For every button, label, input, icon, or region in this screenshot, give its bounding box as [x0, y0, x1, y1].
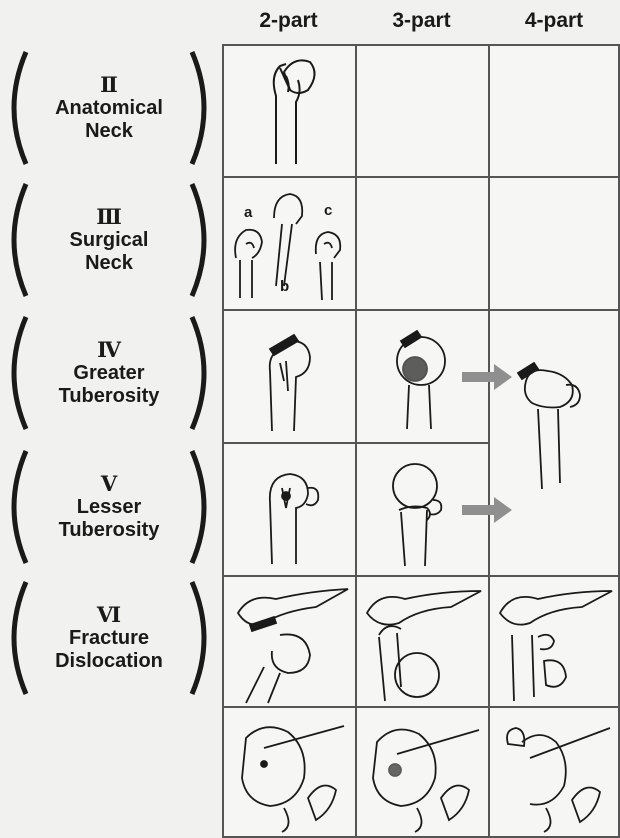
row-label-greater-tuberosity: Ⅳ Greater Tuberosity [6, 313, 212, 433]
cell-surgical-neck-3-part [357, 178, 490, 311]
variant-label-c: c [324, 202, 332, 219]
posterior-dislocation-4-part-drawing [490, 708, 618, 836]
cell-tuberosity-4-part-merged [490, 311, 620, 577]
cell-anatomical-neck-2-part [224, 46, 357, 178]
cell-lesser-tuberosity-2-part [224, 444, 357, 577]
posterior-dislocation-2-part-drawing [224, 708, 355, 836]
row-label-lesser-tuberosity: Ⅴ Lesser Tuberosity [6, 447, 212, 567]
humerus-lesser-tuberosity-2-part-drawing [224, 444, 355, 575]
right-parenthesis [186, 180, 212, 300]
row-label-line2: Neck [85, 120, 133, 143]
fracture-classification-grid: a b c [222, 44, 620, 838]
arrow-right-icon [462, 364, 514, 390]
right-parenthesis [186, 48, 212, 168]
variant-label-b: b [280, 278, 289, 295]
column-header-4-part: 4-part [488, 6, 620, 36]
cell-posterior-dislocation-4-part [490, 708, 620, 838]
fracture-dislocation-3-part-drawing [357, 577, 488, 706]
row-numeral: Ⅱ [100, 74, 118, 97]
cell-fracture-dislocation-3-part [357, 577, 490, 708]
right-parenthesis [186, 578, 212, 698]
row-label-line1: Fracture [69, 627, 149, 650]
right-parenthesis [186, 447, 212, 567]
cell-fracture-dislocation-4-part [490, 577, 620, 708]
row-label-line1: Greater [73, 362, 144, 385]
row-label-line2: Tuberosity [59, 385, 160, 408]
row-label-surgical-neck: Ⅲ Surgical Neck [6, 180, 212, 300]
row-label-line2: Neck [85, 252, 133, 275]
posterior-dislocation-3-part-drawing [357, 708, 488, 836]
cell-anatomical-neck-3-part [357, 46, 490, 178]
cell-surgical-neck-2-part: a b c [224, 178, 357, 311]
row-label-line1: Anatomical [55, 97, 163, 120]
column-header-3-part: 3-part [355, 6, 488, 36]
variant-label-a: a [244, 204, 252, 221]
humerus-4-part-drawing [490, 311, 618, 575]
row-label-line2: Tuberosity [59, 519, 160, 542]
humerus-anatomical-neck-drawing [224, 46, 355, 176]
fracture-dislocation-4-part-drawing [490, 577, 618, 706]
row-label-line1: Lesser [77, 496, 142, 519]
row-label-fracture-dislocation: Ⅵ Fracture Dislocation [6, 578, 212, 698]
row-numeral: Ⅵ [97, 604, 121, 627]
right-parenthesis [186, 313, 212, 433]
row-numeral: Ⅲ [96, 206, 122, 229]
cell-anatomical-neck-4-part [490, 46, 620, 178]
humerus-surgical-neck-drawings [224, 178, 355, 309]
fracture-dislocation-2-part-drawing [224, 577, 355, 706]
cell-greater-tuberosity-2-part [224, 311, 357, 444]
row-label-line1: Surgical [70, 229, 149, 252]
cell-posterior-dislocation-3-part [357, 708, 490, 838]
arrow-right-icon [462, 497, 514, 523]
cell-posterior-dislocation-2-part [224, 708, 357, 838]
row-numeral: Ⅳ [97, 339, 121, 362]
row-label-line2: Dislocation [55, 650, 163, 673]
column-header-2-part: 2-part [222, 6, 355, 36]
row-label-anatomical-neck: Ⅱ Anatomical Neck [6, 48, 212, 168]
row-numeral: Ⅴ [101, 473, 117, 496]
cell-surgical-neck-4-part [490, 178, 620, 311]
cell-fracture-dislocation-2-part [224, 577, 357, 708]
humerus-greater-tuberosity-2-part-drawing [224, 311, 355, 442]
